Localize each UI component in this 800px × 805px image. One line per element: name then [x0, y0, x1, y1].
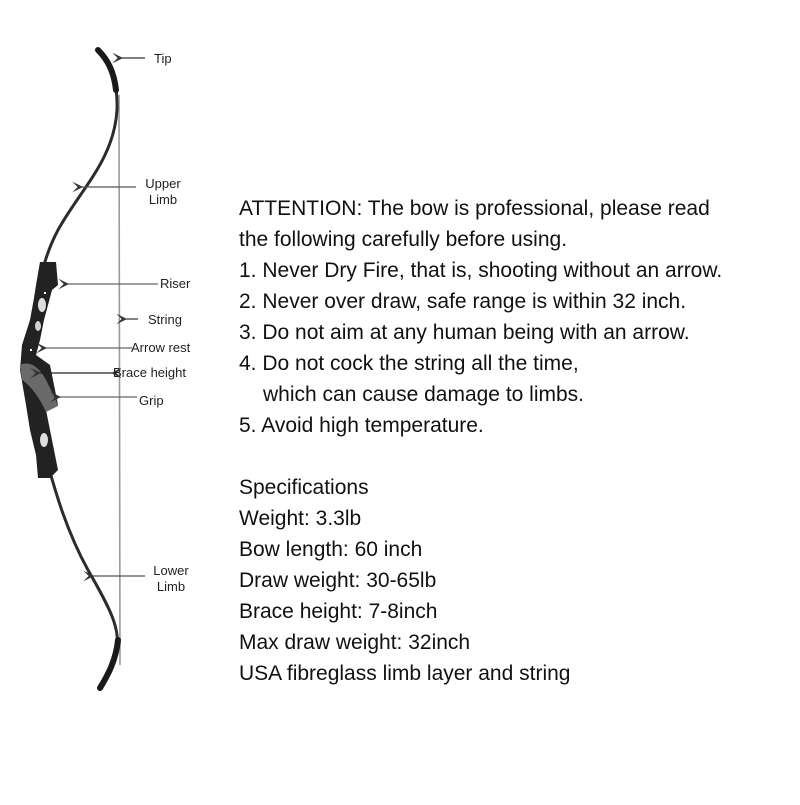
- bow-diagram: Tip Upper Limb Riser String Arrow rest B…: [0, 0, 230, 800]
- upper-limb: [42, 48, 119, 267]
- spec-bow-length: Bow length: 60 inch: [239, 538, 423, 561]
- label-upper-limb-line1: Upper: [145, 176, 181, 191]
- label-brace-height: Brace height: [113, 365, 186, 380]
- label-riser: Riser: [160, 276, 191, 291]
- attention-item-3: 3. Do not aim at any human being with an…: [239, 321, 690, 344]
- label-lower-limb: Lower Limb: [148, 563, 194, 595]
- attention-heading-line2: the following carefully before using.: [239, 228, 568, 251]
- recurve-bow-icon: [20, 47, 158, 691]
- attention-item-5: 5. Avoid high temperature.: [239, 414, 484, 437]
- spec-weight: Weight: 3.3lb: [239, 507, 362, 530]
- grip: [20, 363, 58, 412]
- bow-string: [118, 94, 121, 666]
- attention-item-4-cont: which can cause damage to limbs.: [263, 383, 584, 406]
- label-string: String: [148, 312, 182, 327]
- label-arrow-rest: Arrow rest: [131, 340, 191, 355]
- label-lower-limb-line2: Limb: [156, 579, 186, 594]
- label-lower-limb-line1: Lower: [153, 563, 189, 578]
- attention-item-2: 2. Never over draw, safe range is within…: [239, 290, 687, 313]
- spec-brace-height: Brace height: 7-8inch: [239, 600, 438, 623]
- attention-item-1: 1. Never Dry Fire, that is, shooting wit…: [239, 259, 723, 282]
- label-grip: Grip: [139, 393, 164, 408]
- spacer: [239, 441, 722, 472]
- attention-item-4: 4. Do not cock the string all the time,: [239, 352, 579, 375]
- attention-heading-line1: ATTENTION: The bow is professional, plea…: [239, 197, 710, 220]
- spec-material: USA fibreglass limb layer and string: [239, 662, 571, 685]
- specifications-title: Specifications: [239, 476, 369, 499]
- instructions-text: ATTENTION: The bow is professional, plea…: [239, 193, 722, 689]
- spec-draw-weight: Draw weight: 30-65lb: [239, 569, 437, 592]
- spec-max-draw: Max draw weight: 32inch: [239, 631, 471, 654]
- label-upper-limb: Upper Limb: [142, 176, 184, 208]
- label-upper-limb-line2: Limb: [148, 192, 178, 207]
- label-tip: Tip: [154, 51, 172, 66]
